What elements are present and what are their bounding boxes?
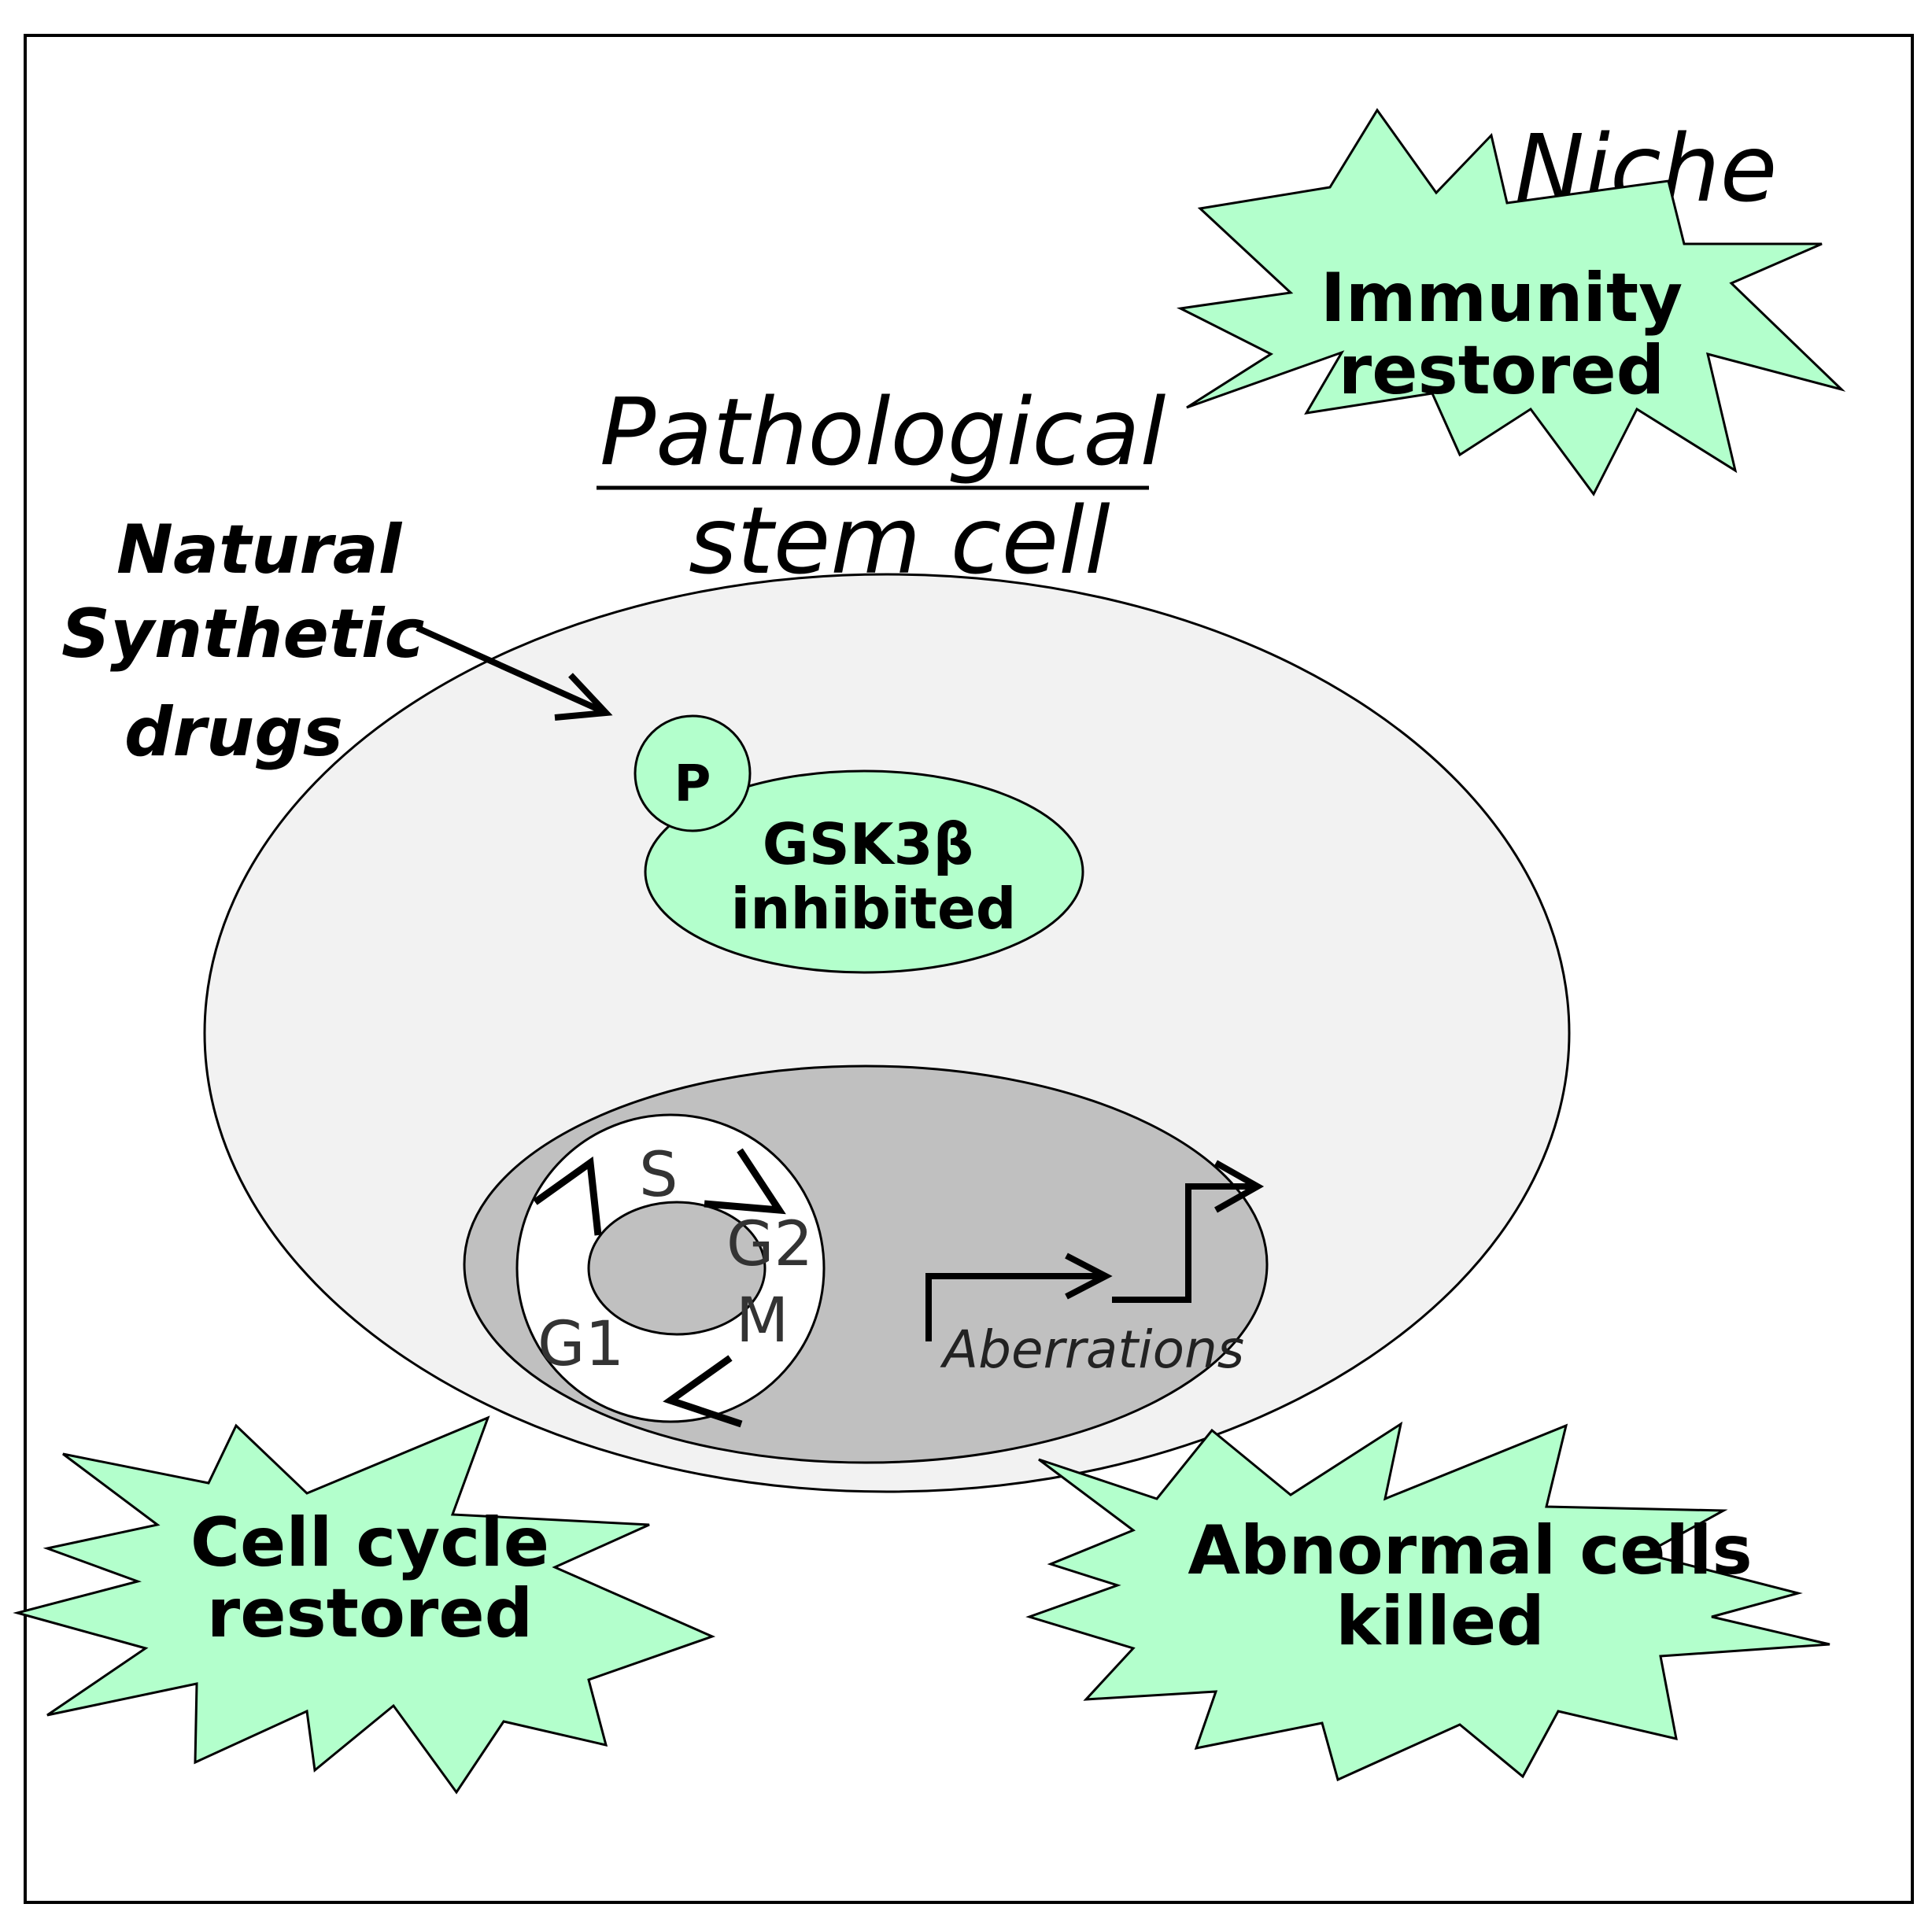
abnormal-cells-starburst — [1025, 1421, 1830, 1782]
immunity-label-line1: Immunity — [1321, 259, 1683, 338]
phase-s-label: S — [639, 1140, 678, 1211]
drugs-arrow-shaft — [416, 625, 606, 715]
phospho-group — [634, 714, 752, 832]
gsk3b-enzyme — [644, 769, 1084, 974]
aberrations-label: Aberrations — [940, 1319, 1244, 1380]
phase-m-label: M — [736, 1286, 789, 1356]
drugs-label-line2: Synthetic — [61, 595, 424, 673]
cycle-arrow-g1-s — [533, 1156, 602, 1236]
cycle-arrow-s-g2 — [704, 1148, 786, 1215]
cell-cycle-center — [587, 1201, 767, 1336]
cycle-arrow-m-g1 — [663, 1355, 743, 1428]
aberration-arrow-low — [925, 1273, 1102, 1341]
gsk3b-label-line2: inhibited — [731, 876, 1017, 942]
cell-cycle-label-line1: Cell cycle — [190, 1504, 549, 1582]
drugs-label-line1: Natural — [116, 511, 403, 589]
gsk3b-label-line1: GSK3β — [763, 811, 973, 877]
cell-cycle-label-line2: restored — [207, 1574, 533, 1653]
drugs-label-line3: drugs — [124, 693, 343, 772]
aberration-arrowhead-high — [1214, 1160, 1265, 1213]
aberration-arrow-high — [1112, 1183, 1255, 1303]
drugs-arrowhead — [554, 673, 613, 721]
cell-label-line1: Pathological — [600, 378, 1166, 486]
cell-label-line2: stem cell — [689, 486, 1110, 595]
abnormal-cells-label-line2: killed — [1335, 1582, 1545, 1661]
cell-cycle-starburst — [13, 1415, 716, 1795]
abnormal-cells-label-line1: Abnormal cells — [1188, 1511, 1752, 1590]
phase-g2-label: G2 — [726, 1209, 813, 1280]
phospho-label: P — [674, 755, 711, 814]
immunity-starburst — [1177, 108, 1846, 496]
phase-g1-label: G1 — [537, 1309, 624, 1380]
immunity-label-line2: restored — [1339, 331, 1664, 410]
aberration-arrowhead-low — [1065, 1253, 1113, 1300]
